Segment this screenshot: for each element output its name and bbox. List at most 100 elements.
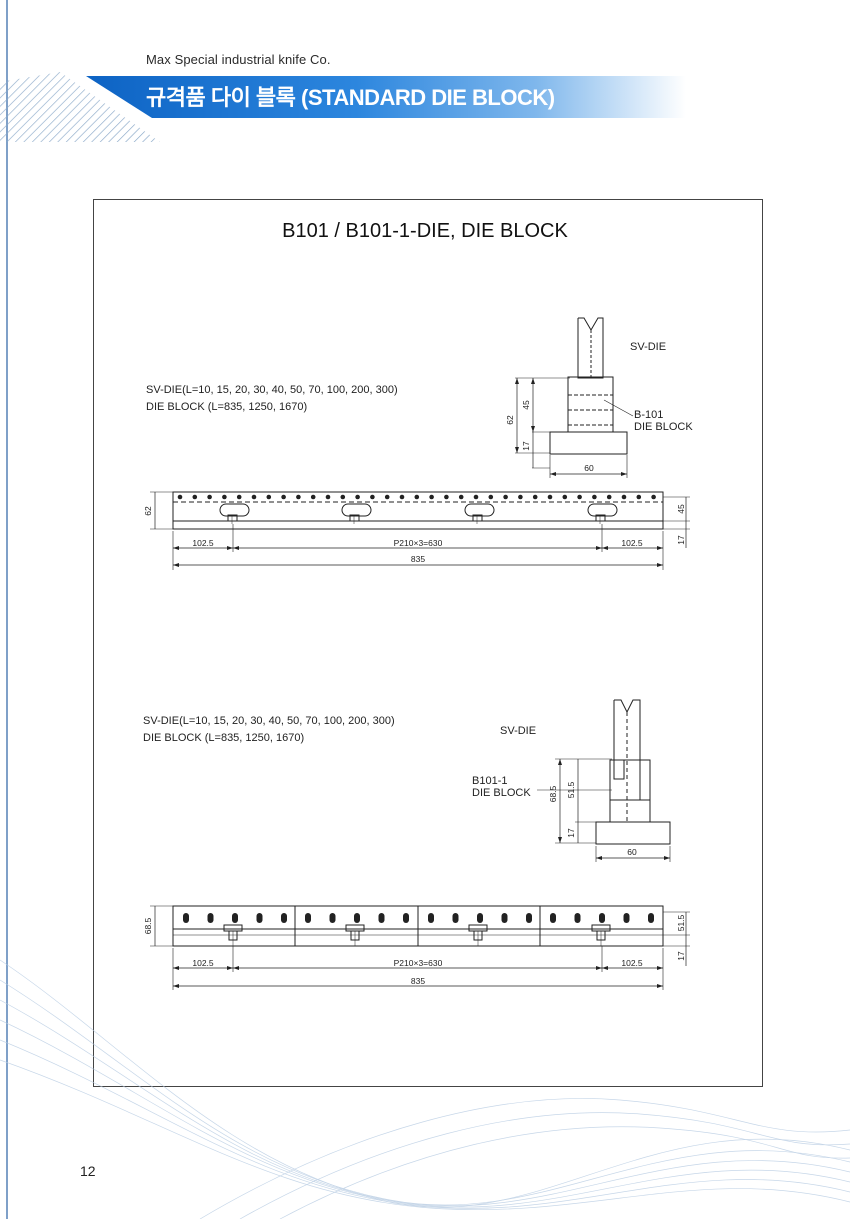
section2-dim-51-5-long: 51.5 [676, 914, 686, 931]
title-banner [86, 76, 686, 118]
bolt-hole [651, 494, 656, 500]
bolt-hole [636, 494, 642, 500]
section1-dim-62-long: 62 [143, 506, 153, 516]
company-name: Max Special industrial knife Co. [146, 52, 331, 67]
section1-dim-62: 62 [505, 415, 515, 425]
section1-dim-45-long: 45 [676, 504, 686, 514]
section2-label-die-block: DIE BLOCK [472, 787, 531, 799]
section2-dim-60: 60 [627, 847, 637, 857]
bolt-hole [562, 494, 568, 500]
bolt-hole [281, 494, 286, 500]
bolt-hole [648, 913, 654, 923]
section2-long-block [150, 905, 690, 990]
section1-dim-right: 102.5 [621, 538, 643, 548]
bolt-hole [355, 494, 360, 500]
bolt-hole [222, 494, 227, 500]
section1-long-block [150, 491, 690, 570]
bolt-hole [378, 913, 385, 923]
bolt-hole [547, 494, 553, 500]
bolt-hole [518, 494, 523, 500]
section1-spec-die-block: DIE BLOCK (L=835, 1250, 1670) [146, 401, 308, 413]
bolt-hole [477, 913, 483, 923]
header-hatch-decoration [0, 72, 160, 142]
bolt-hole [488, 494, 494, 500]
bolt-hole [256, 913, 263, 923]
section1-dim-17: 17 [521, 441, 531, 451]
bolt-hole [429, 494, 434, 500]
bolt-hole [251, 494, 257, 500]
bolt-hole [207, 494, 212, 500]
section2-label-block-model: B101-1 [472, 775, 507, 787]
section2-dim-17: 17 [566, 828, 576, 838]
bolt-hole [621, 494, 627, 500]
bolt-hole [340, 494, 346, 500]
section2-spec-sv-die: SV-DIE(L=10, 15, 20, 30, 40, 50, 70, 100… [143, 715, 395, 727]
section1-dim-60: 60 [584, 463, 594, 473]
bolt-hole [452, 913, 459, 923]
section2-label-sv-die: SV-DIE [500, 725, 536, 737]
section2-bolt-holes [183, 913, 654, 923]
left-margin-rule [6, 0, 8, 1219]
bolt-hole [444, 494, 449, 500]
section2-dim-68-5-long: 68.5 [143, 917, 153, 934]
bolt-hole [403, 913, 409, 923]
bolt-hole [503, 494, 508, 500]
section2-spec-block: SV-DIE(L=10, 15, 20, 30, 40, 50, 70, 100… [143, 713, 395, 747]
section2-dim-left: 102.5 [192, 958, 214, 968]
section2-dim-17-long: 17 [676, 951, 686, 961]
bolt-hole [192, 494, 198, 500]
bolt-hole [183, 913, 189, 923]
bolt-hole [266, 494, 272, 500]
section1-label-sv-die: SV-DIE [630, 341, 666, 353]
bolt-hole [310, 494, 316, 500]
bolt-hole [177, 494, 183, 500]
bolt-hole [329, 913, 336, 923]
bolt-hole [384, 494, 390, 500]
section2-dim-pitch: P210×3=630 [394, 958, 443, 968]
bolt-hole [399, 494, 405, 500]
bolt-hole [577, 494, 582, 500]
drawing-frame [93, 199, 763, 1087]
bolt-hole [236, 494, 242, 500]
bolt-hole [281, 913, 287, 923]
section2-dim-68-5: 68.5 [548, 785, 558, 802]
section1-bolt-holes [177, 494, 656, 500]
bolt-hole [599, 913, 605, 923]
bolt-hole [623, 913, 630, 923]
bolt-hole [354, 913, 360, 923]
section2-spec-die-block: DIE BLOCK (L=835, 1250, 1670) [143, 732, 305, 744]
bolt-hole [305, 913, 311, 923]
section1-dim-17-long: 17 [676, 535, 686, 545]
bolt-hole [526, 913, 532, 923]
bolt-hole [232, 913, 238, 923]
bolt-hole [550, 913, 556, 923]
bolt-hole [370, 494, 375, 500]
section1-label-die-block: DIE BLOCK [634, 421, 693, 433]
section1-dim-pitch: P210×3=630 [394, 538, 443, 548]
section1-cross-section [515, 317, 634, 478]
bolt-hole [473, 494, 479, 500]
bolt-hole [325, 494, 331, 500]
bolt-hole [501, 913, 508, 923]
section1-dim-45: 45 [521, 400, 531, 410]
section1-dim-total: 835 [411, 554, 425, 564]
bolt-hole [458, 494, 464, 500]
section2-dim-right: 102.5 [621, 958, 643, 968]
bolt-hole [532, 494, 538, 500]
page-number: 12 [80, 1163, 96, 1179]
section2-dim-51-5: 51.5 [566, 781, 576, 798]
section2-cross-section [537, 699, 671, 862]
bolt-hole [414, 494, 420, 500]
page-heading: 규격품 다이 블록 (STANDARD DIE BLOCK) [146, 85, 555, 110]
bolt-hole [606, 494, 612, 500]
section1-spec-block: SV-DIE(L=10, 15, 20, 30, 40, 50, 70, 100… [146, 382, 398, 416]
section1-spec-sv-die: SV-DIE(L=10, 15, 20, 30, 40, 50, 70, 100… [146, 384, 398, 396]
bolt-hole [592, 494, 597, 500]
section1-label-block-model: B-101 [634, 409, 663, 421]
section2-dim-total: 835 [411, 976, 425, 986]
bolt-hole [207, 913, 214, 923]
drawing-title: B101 / B101-1-DIE, DIE BLOCK [282, 220, 568, 242]
section1-dim-left: 102.5 [192, 538, 214, 548]
footer-wave-decoration [0, 959, 850, 1219]
